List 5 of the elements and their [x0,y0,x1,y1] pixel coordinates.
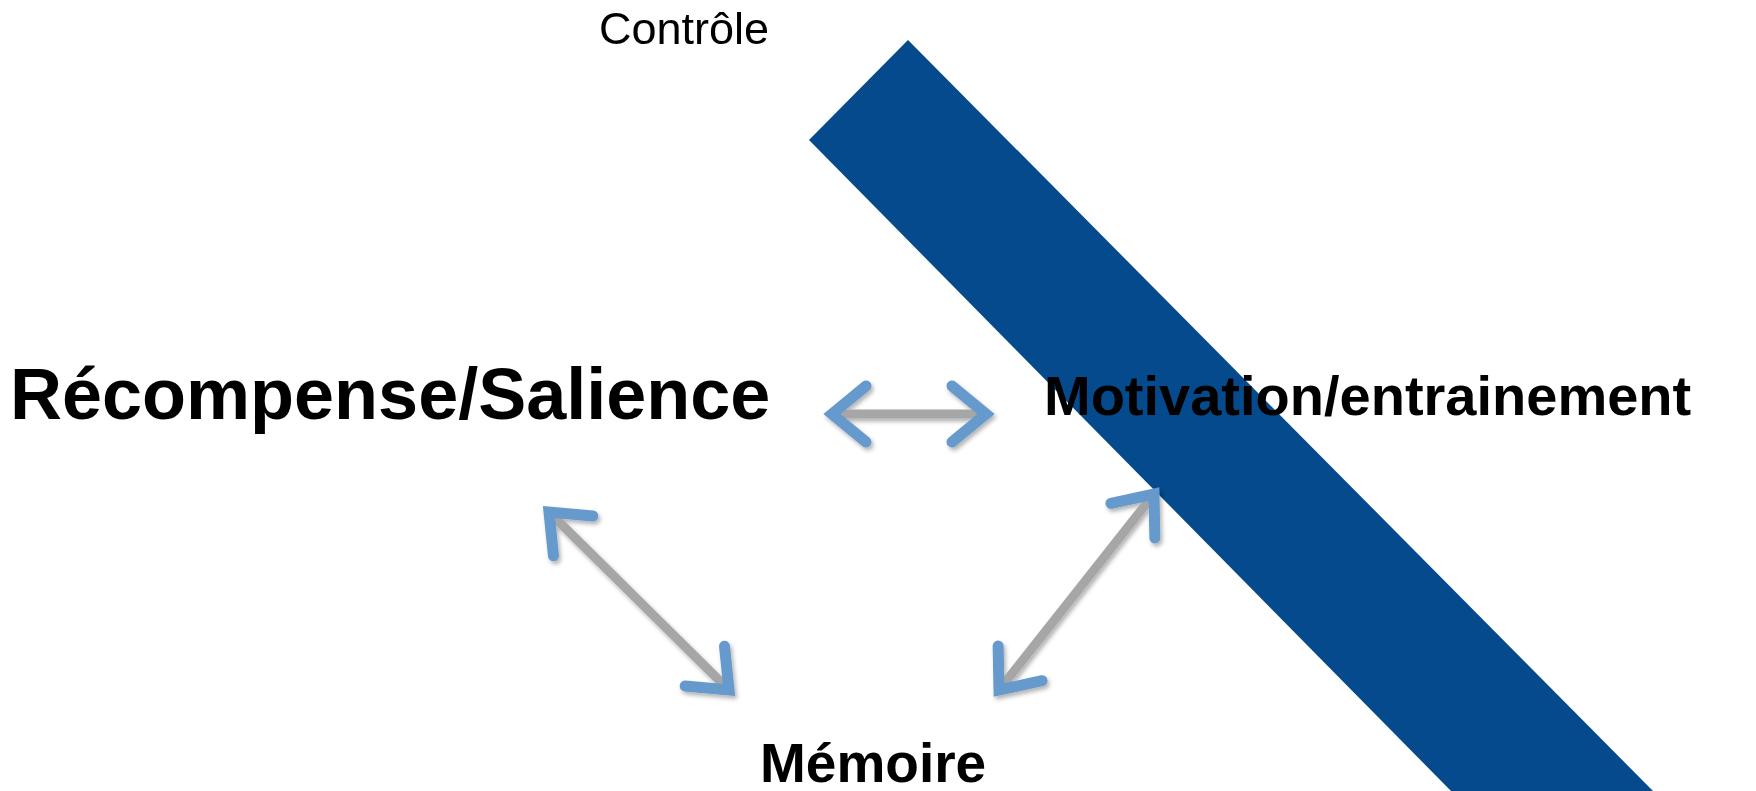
concept-label: Mémoire [760,736,987,791]
double-arrow [992,488,1161,696]
double-arrow [826,380,992,448]
double-arrow [543,506,735,696]
band-label: Contrôle [599,6,770,51]
